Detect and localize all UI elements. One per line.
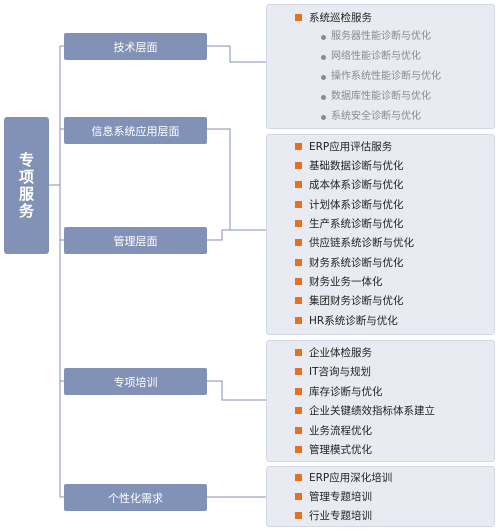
sub-item: 网络性能诊断与优化 — [321, 49, 421, 65]
bullet-square-icon — [295, 446, 302, 453]
panel-custom: ERP应用深化培训 管理专题培训 行业专题培训 — [266, 466, 495, 527]
bullet-dot-icon — [321, 75, 326, 80]
tech-connector — [207, 45, 266, 63]
list-item: HR系统诊断与优化 — [295, 313, 398, 329]
bullet-square-icon — [295, 317, 302, 324]
category-tech: 技术层面 — [64, 33, 207, 60]
bullet-square-icon — [295, 220, 302, 227]
bullet-square-icon — [295, 162, 302, 169]
list-item: 集团财务诊断与优化 — [295, 293, 404, 309]
list-item: 行业专题培训 — [295, 508, 372, 524]
sub-item: 数据库性能诊断与优化 — [321, 89, 431, 105]
bullet-square-icon — [295, 512, 302, 519]
mgmt-connector — [207, 229, 266, 241]
list-item: 企业关键绩效指标体系建立 — [295, 403, 435, 419]
category-management: 管理层面 — [64, 227, 207, 254]
bullet-square-icon — [295, 407, 302, 414]
list-item: 财务系统诊断与优化 — [295, 255, 404, 271]
panel-tech: 系统巡检服务 服务器性能诊断与优化 网络性能诊断与优化 操作系统性能诊断与优化 … — [266, 4, 495, 129]
bullet-dot-icon — [321, 35, 326, 40]
list-item: 管理模式优化 — [295, 442, 372, 458]
category-label: 信息系统应用层面 — [91, 124, 180, 138]
bullet-dot-icon — [321, 95, 326, 100]
bullet-dot-icon — [321, 55, 326, 60]
bullet-square-icon — [295, 278, 302, 285]
category-info-system: 信息系统应用层面 — [64, 117, 207, 144]
list-item: 计划体系诊断与优化 — [295, 197, 404, 213]
bullet-square-icon — [295, 297, 302, 304]
list-item: 供应链系统诊断与优化 — [295, 235, 414, 251]
bullet-square-icon — [295, 14, 302, 21]
root-node: 专项服务 — [4, 117, 49, 254]
list-item: ERP应用评估服务 — [295, 139, 392, 155]
category-label: 技术层面 — [113, 40, 158, 54]
bullet-square-icon — [295, 493, 302, 500]
list-item: 业务流程优化 — [295, 423, 372, 439]
list-item: 企业体检服务 — [295, 345, 372, 361]
category-label: 管理层面 — [113, 234, 158, 248]
training-connector — [207, 380, 266, 401]
sub-item: 系统安全诊断与优化 — [321, 109, 421, 125]
sub-item: 服务器性能诊断与优化 — [321, 29, 431, 45]
sub-item: 操作系统性能诊断与优化 — [321, 69, 441, 85]
list-item: 管理专题培训 — [295, 489, 372, 505]
bullet-square-icon — [295, 181, 302, 188]
list-item: ERP应用深化培训 — [295, 470, 392, 486]
category-custom: 个性化需求 — [64, 484, 207, 511]
panel-business: ERP应用评估服务 基础数据诊断与优化 成本体系诊断与优化 计划体系诊断与优化 … — [266, 134, 495, 335]
list-item: 基础数据诊断与优化 — [295, 158, 404, 174]
bullet-square-icon — [295, 474, 302, 481]
root-label: 专项服务 — [17, 151, 35, 220]
bullet-square-icon — [295, 349, 302, 356]
bullet-square-icon — [295, 368, 302, 375]
list-item: IT咨询与规划 — [295, 364, 371, 380]
bullet-square-icon — [295, 427, 302, 434]
list-item: 财务业务一体化 — [295, 274, 383, 290]
list-item: 生产系统诊断与优化 — [295, 216, 404, 232]
bullet-square-icon — [295, 239, 302, 246]
bullet-square-icon — [295, 259, 302, 266]
panel-consulting: 企业体检服务 IT咨询与规划 库存诊断与优化 企业关键绩效指标体系建立 业务流程… — [266, 340, 495, 462]
bullet-square-icon — [295, 388, 302, 395]
bullet-square-icon — [295, 143, 302, 150]
category-label: 专项培训 — [113, 375, 158, 389]
list-item: 库存诊断与优化 — [295, 384, 383, 400]
list-item: 成本体系诊断与优化 — [295, 177, 404, 193]
bullet-square-icon — [295, 201, 302, 208]
info-connector — [207, 128, 266, 231]
category-training: 专项培训 — [64, 368, 207, 395]
list-item: 系统巡检服务 — [295, 10, 372, 26]
category-label: 个性化需求 — [108, 491, 163, 505]
bullet-dot-icon — [321, 115, 326, 120]
